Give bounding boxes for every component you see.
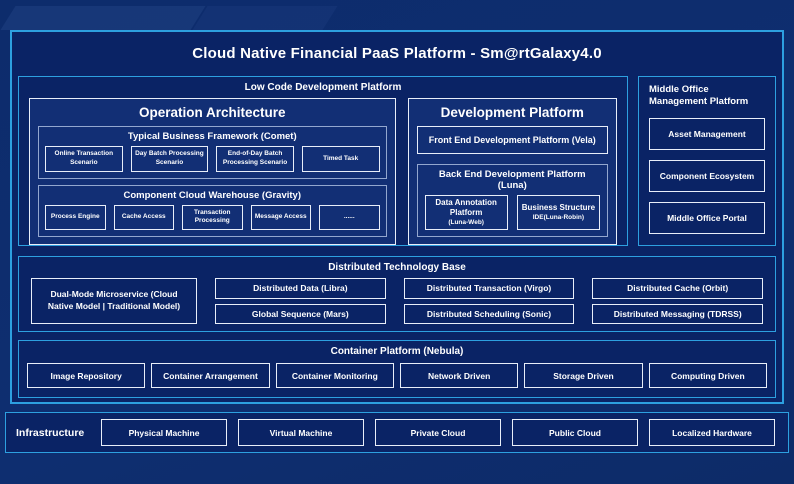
- item-asset-management: Asset Management: [649, 117, 765, 150]
- item-localized-hardware: Localized Hardware: [649, 419, 775, 446]
- item-transaction-processing: Transaction Processing: [182, 204, 243, 231]
- item-network-driven: Network Driven: [399, 363, 519, 388]
- operation-architecture-panel: Operation Architecture Typical Business …: [29, 98, 396, 246]
- low-code-platform-label: Low Code Development Platform: [244, 82, 402, 93]
- distributed-technology-base-label: Distributed Technology Base: [328, 262, 466, 273]
- typical-business-framework-items: Online Transaction Scenario Day Batch Pr…: [45, 146, 380, 172]
- item-end-of-day-batch-processing-scenario: End-of-Day Batch Processing Scenario: [216, 146, 294, 172]
- item-distributed-cache-orbit: Distributed Cache (Orbit): [592, 278, 764, 299]
- item-physical-machine: Physical Machine: [101, 419, 227, 446]
- item-dual-mode-microservice: Dual-Mode Microservice (Cloud Native Mod…: [31, 278, 197, 324]
- item-container-monitoring: Container Monitoring: [275, 363, 394, 388]
- middle-office-platform-label: Middle Office Management Platform: [649, 84, 749, 108]
- distributed-column-1: Distributed Data (Libra) Global Sequence…: [215, 278, 386, 324]
- distributed-column-2: Distributed Transaction (Virgo) Distribu…: [403, 278, 575, 324]
- component-cloud-warehouse-title: Component Cloud Warehouse (Gravity): [123, 189, 302, 201]
- item-distributed-scheduling-sonic: Distributed Scheduling (Sonic): [403, 303, 575, 324]
- item-virtual-machine: Virtual Machine: [238, 419, 364, 446]
- item-component-ecosystem: Component Ecosystem: [649, 159, 765, 192]
- item-storage-driven: Storage Driven: [524, 363, 643, 388]
- item-ellipsis: ......: [319, 204, 380, 231]
- low-code-development-platform-section: Low Code Development Platform Operation …: [18, 76, 628, 246]
- item-container-arrangement: Container Arrangement: [151, 363, 270, 388]
- item-image-repository: Image Repository: [27, 363, 146, 388]
- component-cloud-warehouse-box: Component Cloud Warehouse (Gravity) Proc…: [38, 184, 387, 238]
- item-global-sequence-mars: Global Sequence (Mars): [215, 303, 386, 324]
- main-platform-panel: Cloud Native Financial PaaS Platform - S…: [10, 30, 784, 404]
- item-data-annotation-platform-name: Data Annotation Platform: [435, 198, 497, 218]
- item-distributed-messaging-tdrss: Distributed Messaging (TDRSS): [592, 303, 764, 324]
- item-online-transaction-scenario: Online Transaction Scenario: [45, 146, 123, 172]
- infrastructure-label: Infrastructure: [16, 426, 85, 439]
- operation-architecture-title: Operation Architecture: [138, 105, 286, 120]
- item-message-access: Message Access: [250, 204, 311, 231]
- container-platform-items: Image Repository Container Arrangement C…: [27, 363, 767, 388]
- front-end-development-platform-box: Front End Development Platform (Vela): [416, 126, 608, 154]
- infrastructure-section: Infrastructure Physical Machine Virtual …: [5, 412, 789, 453]
- background-streak: [0, 6, 206, 30]
- background-streak: [192, 6, 338, 30]
- container-platform-label: Container Platform (Nebula): [330, 346, 464, 357]
- distributed-technology-base-content: Dual-Mode Microservice (Cloud Native Mod…: [31, 278, 764, 324]
- item-public-cloud: Public Cloud: [512, 419, 638, 446]
- typical-business-framework-box: Typical Business Framework (Comet) Onlin…: [38, 126, 387, 179]
- item-business-structure-ide-sub: IDE(Luna-Robin): [532, 213, 585, 221]
- item-business-structure-ide: Business Structure IDE(Luna-Robin): [516, 195, 601, 231]
- page-title: Cloud Native Financial PaaS Platform - S…: [192, 45, 602, 62]
- component-cloud-warehouse-items: Process Engine Cache Access Transaction …: [45, 204, 380, 231]
- item-computing-driven: Computing Driven: [648, 363, 767, 388]
- container-platform-section: Container Platform (Nebula) Image Reposi…: [18, 340, 776, 398]
- item-data-annotation-platform-sub: (Luna-Web): [448, 218, 484, 226]
- item-day-batch-processing-scenario: Day Batch Processing Scenario: [130, 146, 209, 172]
- development-platform-panel: Development Platform Front End Developme…: [407, 98, 617, 246]
- middle-office-management-platform-section: Middle Office Management Platform Asset …: [638, 76, 776, 246]
- back-end-development-platform-box: Back End Development Platform (Luna) Dat…: [416, 164, 608, 238]
- item-business-structure-ide-name: Business Structure: [521, 203, 596, 213]
- back-end-development-platform-title: Back End Development Platform (Luna): [438, 169, 586, 191]
- item-cache-access: Cache Access: [113, 204, 174, 231]
- item-process-engine: Process Engine: [45, 204, 106, 231]
- item-data-annotation-platform: Data Annotation Platform (Luna-Web): [424, 195, 508, 231]
- low-code-platform-content: Operation Architecture Typical Business …: [29, 98, 617, 246]
- upper-section: Low Code Development Platform Operation …: [12, 76, 782, 246]
- item-distributed-data-libra: Distributed Data (Libra): [215, 278, 386, 299]
- item-private-cloud: Private Cloud: [375, 419, 501, 446]
- item-middle-office-portal: Middle Office Portal: [649, 201, 765, 234]
- item-distributed-transaction-virgo: Distributed Transaction (Virgo): [403, 278, 575, 299]
- typical-business-framework-title: Typical Business Framework (Comet): [127, 131, 297, 142]
- back-end-platform-items: Data Annotation Platform (Luna-Web) Busi…: [424, 195, 601, 231]
- development-platform-title: Development Platform: [440, 105, 584, 120]
- distributed-technology-base-section: Distributed Technology Base Dual-Mode Mi…: [18, 256, 776, 332]
- distributed-column-3: Distributed Cache (Orbit) Distributed Me…: [592, 278, 764, 324]
- item-timed-task: Timed Task: [301, 146, 380, 172]
